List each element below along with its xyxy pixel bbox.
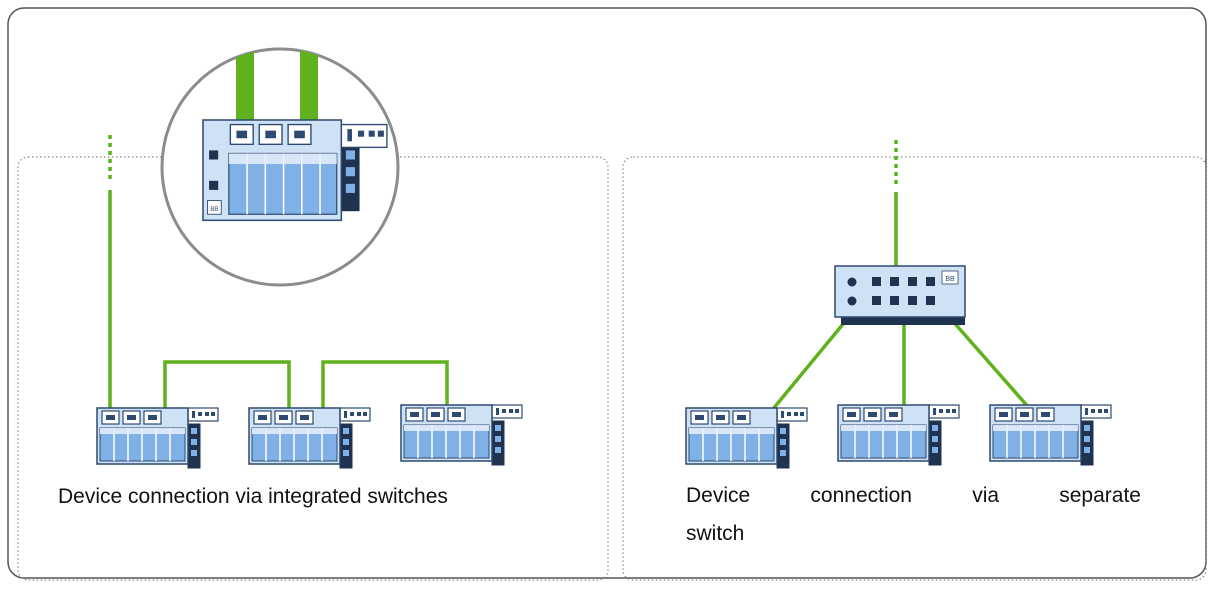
caption-line-1: Device connection via separate [686,477,1141,515]
zoom-cable-2 [300,49,318,125]
io-device-icon [400,404,523,466]
switch-cable-right [948,316,1032,411]
io-device-icon [96,407,219,469]
right-cables [771,140,1032,411]
io-device-icon [685,407,808,469]
caption-line-2: switch [686,522,745,545]
right-panel [622,156,1207,581]
io-device-icon: BB [202,119,388,222]
io-device-icon [837,404,960,466]
left-cables [108,135,449,410]
daisy-chain-cable-1 [163,360,291,410]
caption-word: connection [810,484,912,507]
switch-cable-left [771,316,850,411]
caption-word: via [972,484,1000,507]
daisy-chain-cable-2 [321,360,449,410]
zoom-cable-1 [236,49,254,125]
switch-badge: BB [945,276,955,283]
caption-integrated-switches: Device connection via integrated switche… [58,485,448,508]
io-device-icon [248,407,371,469]
device-badge: BB [210,206,218,213]
zoom-detail: BB [160,47,400,287]
network-switch-icon: BB [834,265,966,325]
caption-word: separate [1059,484,1141,507]
caption-word: Device [686,484,751,507]
io-device-icon [989,404,1112,466]
caption-separate-switch: Device connection via separate switch [686,477,1141,553]
